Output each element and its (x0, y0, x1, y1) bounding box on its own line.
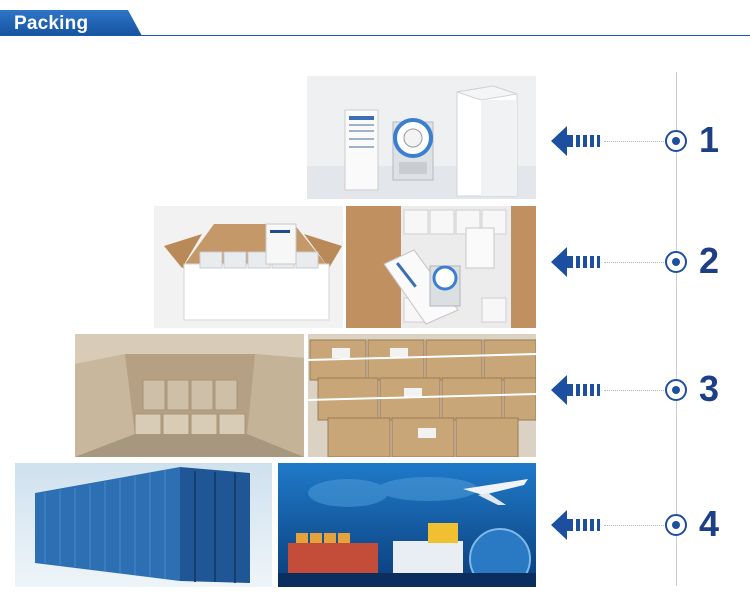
section-title: Packing (14, 13, 89, 34)
step-number: 4 (699, 503, 720, 544)
photo-timer-boxed (307, 76, 536, 199)
photo-shipping-container (15, 463, 272, 587)
step-number: 3 (699, 368, 720, 409)
step-connector (604, 525, 664, 527)
photo-carton-packed-boxes (75, 334, 304, 457)
arrow-left-icon (551, 247, 600, 277)
arrow-left-icon (551, 375, 600, 405)
arrow-left-icon (551, 126, 600, 156)
timeline-node (665, 251, 687, 273)
photo-timer-in-carton (346, 206, 536, 328)
header-divider (0, 35, 750, 36)
header-tab-shape (0, 10, 142, 36)
section-header-tab (0, 10, 142, 36)
step-connector (604, 262, 664, 264)
photo-stacked-cartons (308, 334, 536, 457)
photo-open-carton-white-boxes (154, 206, 343, 328)
step-number: 2 (699, 240, 720, 281)
timeline-node (665, 130, 687, 152)
timeline-node (665, 379, 687, 401)
step-number: 1 (699, 119, 720, 160)
arrow-left-icon (551, 510, 600, 540)
step-connector (604, 390, 664, 392)
timeline-line (676, 72, 677, 586)
step-connector (604, 141, 664, 143)
photo-logistics-transport (278, 463, 536, 587)
timeline-node (665, 514, 687, 536)
